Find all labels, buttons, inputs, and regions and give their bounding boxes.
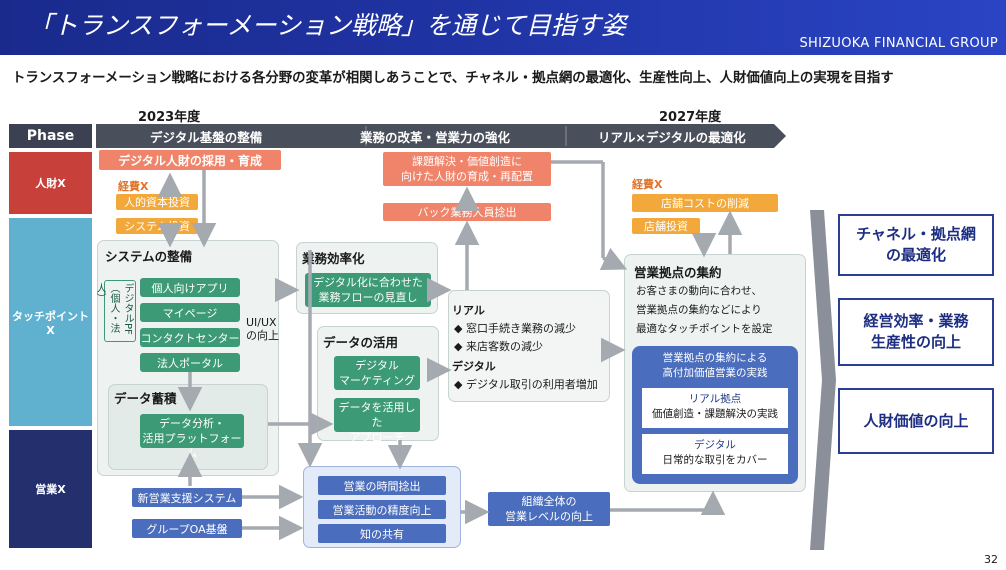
data-platform-line-1: データ分析・ [159,417,225,430]
real-store-box: リアル拠点 価値創造・課題解決の実践 [642,388,788,428]
store-cost-box: 店舗コストの削減 [632,194,778,212]
phase-stage-3: リアル×デジタルの最適化 [598,130,746,145]
store-zone-title: 営業拠点の集約 [634,265,722,280]
brand-name: SHIZUOKA FINANCIAL GROUP [799,36,998,51]
data-approach-line-1: データを活用した [338,401,416,429]
knowledge-share-box: 知の共有 [318,524,446,543]
back-office-box: バック業務人員捻出 [383,203,551,221]
phase-stage-2: 業務の改革・営業力の強化 [360,130,511,145]
org-sales-level-box: 組織全体の 営業レベルの向上 [488,492,610,526]
result-1-line-2: の最適化 [885,246,946,264]
title-banner: 「トランスフォーメーション戦略」を通じて目指す姿 SHIZUOKA FINANC… [0,0,1006,55]
row-label-sales: 営業X [9,430,92,548]
talent-dev-line-1: 課題解決・価値創造に [412,155,522,168]
mypage-item: マイページ [140,303,240,322]
org-level-line-1: 組織全体の [521,495,577,508]
row-label-touchpoint: タッチポイントX [9,218,92,426]
workflow-line-2: 業務フローの見直し [318,291,418,304]
group-oa-box: グループOA基盤 [132,519,242,538]
new-sales-system-box: 新営業支援システム [132,488,242,507]
store-desc-line-3: 最適なタッチポイントを設定 [636,323,773,335]
corporate-portal-item: 法人ポータル [140,353,240,372]
phase-arrow [96,124,786,148]
expense-label-right: 経費X [632,178,663,191]
year-end: 2027年度 [659,110,722,125]
effects-digital-item-1: ◆ デジタル取引の利用者増加 [454,378,598,391]
result-channel-optimization: チャネル・拠点網 の最適化 [838,214,994,276]
digital-marketing-box: デジタル マーケティング [334,356,420,390]
result-2-line-2: 生産性の向上 [870,333,961,351]
page-number: 32 [984,553,998,566]
subtitle: トランスフォーメーション戦略における各分野の変革が相関しあうことで、チャネル・拠… [12,71,894,86]
page-title: 「トランスフォーメーション戦略」を通じて目指す姿 [28,11,627,40]
data-platform-box: データ分析・ 活用プラットフォーム [140,414,244,460]
phase-label: Phase [9,124,92,148]
system-zone-title: システムの整備 [105,249,193,264]
digital-pf-line-1: デジタルPF [122,283,133,335]
human-capital-box: 人的資本投資 [116,194,198,210]
effects-real-item-1: ◆ 窓口手続き業務の減少 [454,322,576,335]
talent-dev-line-2: 向けた人財の育成・再配置 [401,170,533,183]
data-use-title: データの活用 [323,335,399,350]
digital-channel-title: デジタル [694,439,736,451]
workflow-box: デジタル化に合わせた 業務フローの見直し [305,273,431,307]
high-value-line-1: 営業拠点の集約による [662,352,768,364]
sales-precision-box: 営業活動の精度向上 [318,500,446,519]
contact-center-item: コンタクトセンター [140,328,240,347]
app-item: 個人向けアプリ [140,278,240,297]
digital-marketing-line-1: デジタル [355,359,399,372]
effects-real-item-2: ◆ 来店客数の減少 [454,340,543,353]
phase-stage-1: デジタル基盤の整備 [150,130,263,145]
digital-channel-box: デジタル 日常的な取引をカバー [642,434,788,474]
real-store-desc: 価値創造・課題解決の実践 [652,408,778,420]
uiux-note: UI/UX の向上 [246,316,279,342]
org-level-line-2: 営業レベルの向上 [505,510,593,523]
effects-real-label: リアル [452,304,485,317]
high-value-title: 営業拠点の集約による 高付加価値営業の実践 [632,351,798,381]
sales-time-box: 営業の時間捻出 [318,476,446,495]
data-accum-title: データ蓄積 [114,391,177,406]
row-label-hr: 人財X [9,152,92,214]
result-human-value: 人財価値の向上 [838,388,994,454]
result-chevron [810,210,836,550]
store-invest-box: 店舗投資 [632,218,700,234]
store-desc-line-1: お客さまの動向に合わせ、 [636,285,762,297]
digital-marketing-line-2: マーケティング [338,374,416,387]
effects-digital-label: デジタル [452,360,496,373]
result-productivity: 経営効率・業務 生産性の向上 [838,298,994,366]
workflow-line-1: デジタル化に合わせた [313,276,423,289]
digital-pf-line-2: （個人・法人） [94,283,119,333]
digital-channel-desc: 日常的な取引をカバー [662,454,768,466]
high-value-line-2: 高付加価値営業の実践 [662,367,768,379]
efficiency-title: 業務効率化 [302,251,365,266]
uiux-line-1: UI/UX [246,316,277,329]
result-2-line-1: 経営効率・業務 [863,312,969,330]
result-3-line-1: 人財価値の向上 [863,411,969,430]
digital-pf-label: デジタルPF（個人・法人） [94,280,136,342]
talent-development-box: 課題解決・価値創造に 向けた人財の育成・再配置 [383,152,551,186]
year-start: 2023年度 [138,110,201,125]
data-approach-line-2: アプローチ [349,431,405,444]
store-zone-desc: お客さまの動向に合わせ、 営業拠点の集約などにより 最適なタッチポイントを設定 [636,282,773,339]
effects-zone [448,290,610,402]
real-store-title: リアル拠点 [688,393,742,405]
store-desc-line-2: 営業拠点の集約などにより [636,304,762,316]
expense-label-left: 経費X [118,180,149,193]
result-1-line-1: チャネル・拠点網 [856,225,976,243]
digital-talent-box: デジタル人財の採用・育成 [99,150,281,170]
data-approach-box: データを活用した アプローチ [334,398,420,444]
uiux-line-2: の向上 [246,329,279,342]
